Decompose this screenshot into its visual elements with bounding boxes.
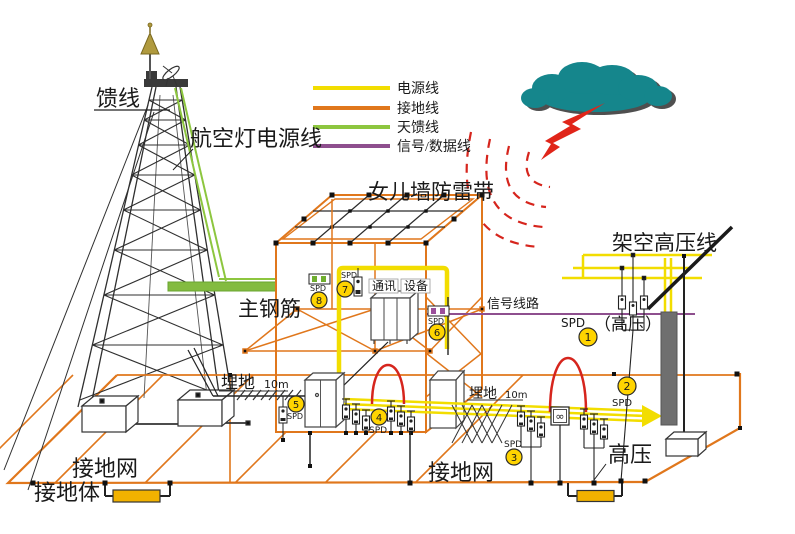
spd7-device: [353, 268, 363, 297]
meter-box: ∞: [550, 406, 570, 483]
buried-hatch-right: [451, 399, 523, 444]
buried-right-depth: 10m: [505, 390, 527, 401]
power-run-arrow: [642, 405, 662, 427]
comm-equipment-cabinet: [369, 289, 420, 344]
satellite-dish-icon: [162, 65, 180, 87]
surge-arc-right: [548, 356, 588, 413]
hv-transformer-box: [664, 430, 708, 458]
spd7-label: SPD: [341, 271, 357, 280]
text-labels: 馈线 航空灯电源线 女儿墙防雷带 主钢筋 通讯 设备 信号线路 架空高压线 （高…: [34, 86, 717, 505]
spd4-number: 4: [376, 413, 382, 424]
high-voltage-leader: [593, 463, 607, 481]
buried-left-depth: 10m: [264, 378, 289, 391]
ground-electrode-right: [567, 483, 623, 503]
spd-marker-8: SPD 8: [310, 284, 328, 309]
parapet-lightning-belt: [280, 198, 476, 240]
storm-cloud: [521, 62, 676, 115]
spd1-number: 1: [585, 331, 592, 344]
spd8-number: 8: [316, 296, 322, 307]
spd3-label: SPD: [504, 440, 522, 450]
hv-stay-wire: [646, 225, 734, 311]
spd8-label: SPD: [310, 284, 326, 293]
spd1-label: SPD: [561, 316, 585, 330]
spd2-number: 2: [624, 380, 631, 393]
equipment-ground-lead: [337, 341, 389, 392]
main-rebar-label: 主钢筋: [238, 297, 301, 321]
legend: 电源线 接地线 天馈线 信号/数据线: [313, 81, 471, 155]
spd1-arrester-string: [617, 252, 649, 482]
high-voltage-label: 高压: [608, 442, 652, 467]
power-cabinet: [303, 371, 346, 429]
spd-marker-1: SPD 1: [561, 316, 598, 347]
aviation-light-label: 航空灯电源线: [190, 126, 322, 151]
spd5-label: SPD: [287, 412, 303, 421]
overhead-hv-label: 架空高压线: [612, 231, 717, 255]
power-loop: [336, 265, 450, 373]
spd5-device: [278, 396, 288, 440]
spd4-arrester-group: [341, 398, 416, 436]
lightning-rod-icon: [140, 22, 160, 79]
feeder-label: 馈线: [96, 86, 140, 111]
spd-marker-4: 4 SPD: [369, 408, 388, 436]
buried-left-label: 埋地: [221, 373, 255, 392]
comm-label-plate: [368, 278, 399, 294]
spd6-number: 6: [434, 328, 440, 339]
spd-marker-7: SPD 7: [336, 271, 357, 298]
hv-paren-label: （高压）: [594, 315, 662, 334]
lightning-bolt-icon: [541, 103, 605, 160]
spd2-label: SPD: [612, 398, 632, 409]
building-down-conductors: [309, 432, 411, 483]
spd7-number: 7: [342, 285, 348, 296]
entry-slab: [428, 369, 466, 430]
equipment-label-plate: [400, 278, 431, 294]
ground-electrode-left: [104, 483, 171, 503]
signal-circuit-label: 信号线路: [487, 296, 539, 311]
aviation-light-leader: [172, 148, 194, 171]
spd-marker-2: 2 SPD: [612, 376, 637, 409]
spd-marker-3: SPD 3: [504, 440, 523, 466]
buried-conduit: [187, 347, 305, 397]
parapet-belt-label: 女儿墙防雷带: [368, 180, 494, 204]
legend-label-feeder: 天馈线: [397, 120, 439, 136]
meter-infinity-symbol: ∞: [555, 410, 564, 423]
ground-grid-center-label: 接地网: [428, 460, 494, 485]
legend-label-signal: 信号/数据线: [397, 139, 471, 155]
legend-label-power: 电源线: [397, 81, 439, 97]
comm-label: 通讯: [372, 279, 396, 293]
ground-grid-left-label: 接地网: [72, 456, 138, 481]
ground-body-label: 接地体: [34, 480, 100, 505]
spd-markers: SPD 1 2 SPD SPD 3 4 SPD 5 SPD SPD 6 SPD …: [287, 271, 637, 466]
hv-pole: [660, 311, 678, 426]
spd6-device: [427, 305, 450, 317]
antenna-tower: [3, 71, 234, 491]
spd8-device: [308, 273, 331, 285]
spd6-label: SPD: [428, 317, 444, 326]
legend-label-ground: 接地线: [397, 100, 439, 117]
spd-marker-5: 5 SPD: [287, 395, 305, 421]
buried-right-label: 埋地: [469, 386, 497, 402]
spd2-arrester-group: [579, 408, 609, 483]
equipment-label: 设备: [404, 279, 428, 293]
surge-arc-left: [370, 363, 406, 405]
spd3-arrester-group: [516, 405, 546, 483]
spd-marker-6: SPD 6: [428, 317, 446, 341]
spd3-number: 3: [511, 453, 517, 464]
spd4-label: SPD: [369, 426, 387, 436]
tower-foundation-blocks: [80, 388, 251, 434]
spd5-number: 5: [293, 400, 299, 411]
